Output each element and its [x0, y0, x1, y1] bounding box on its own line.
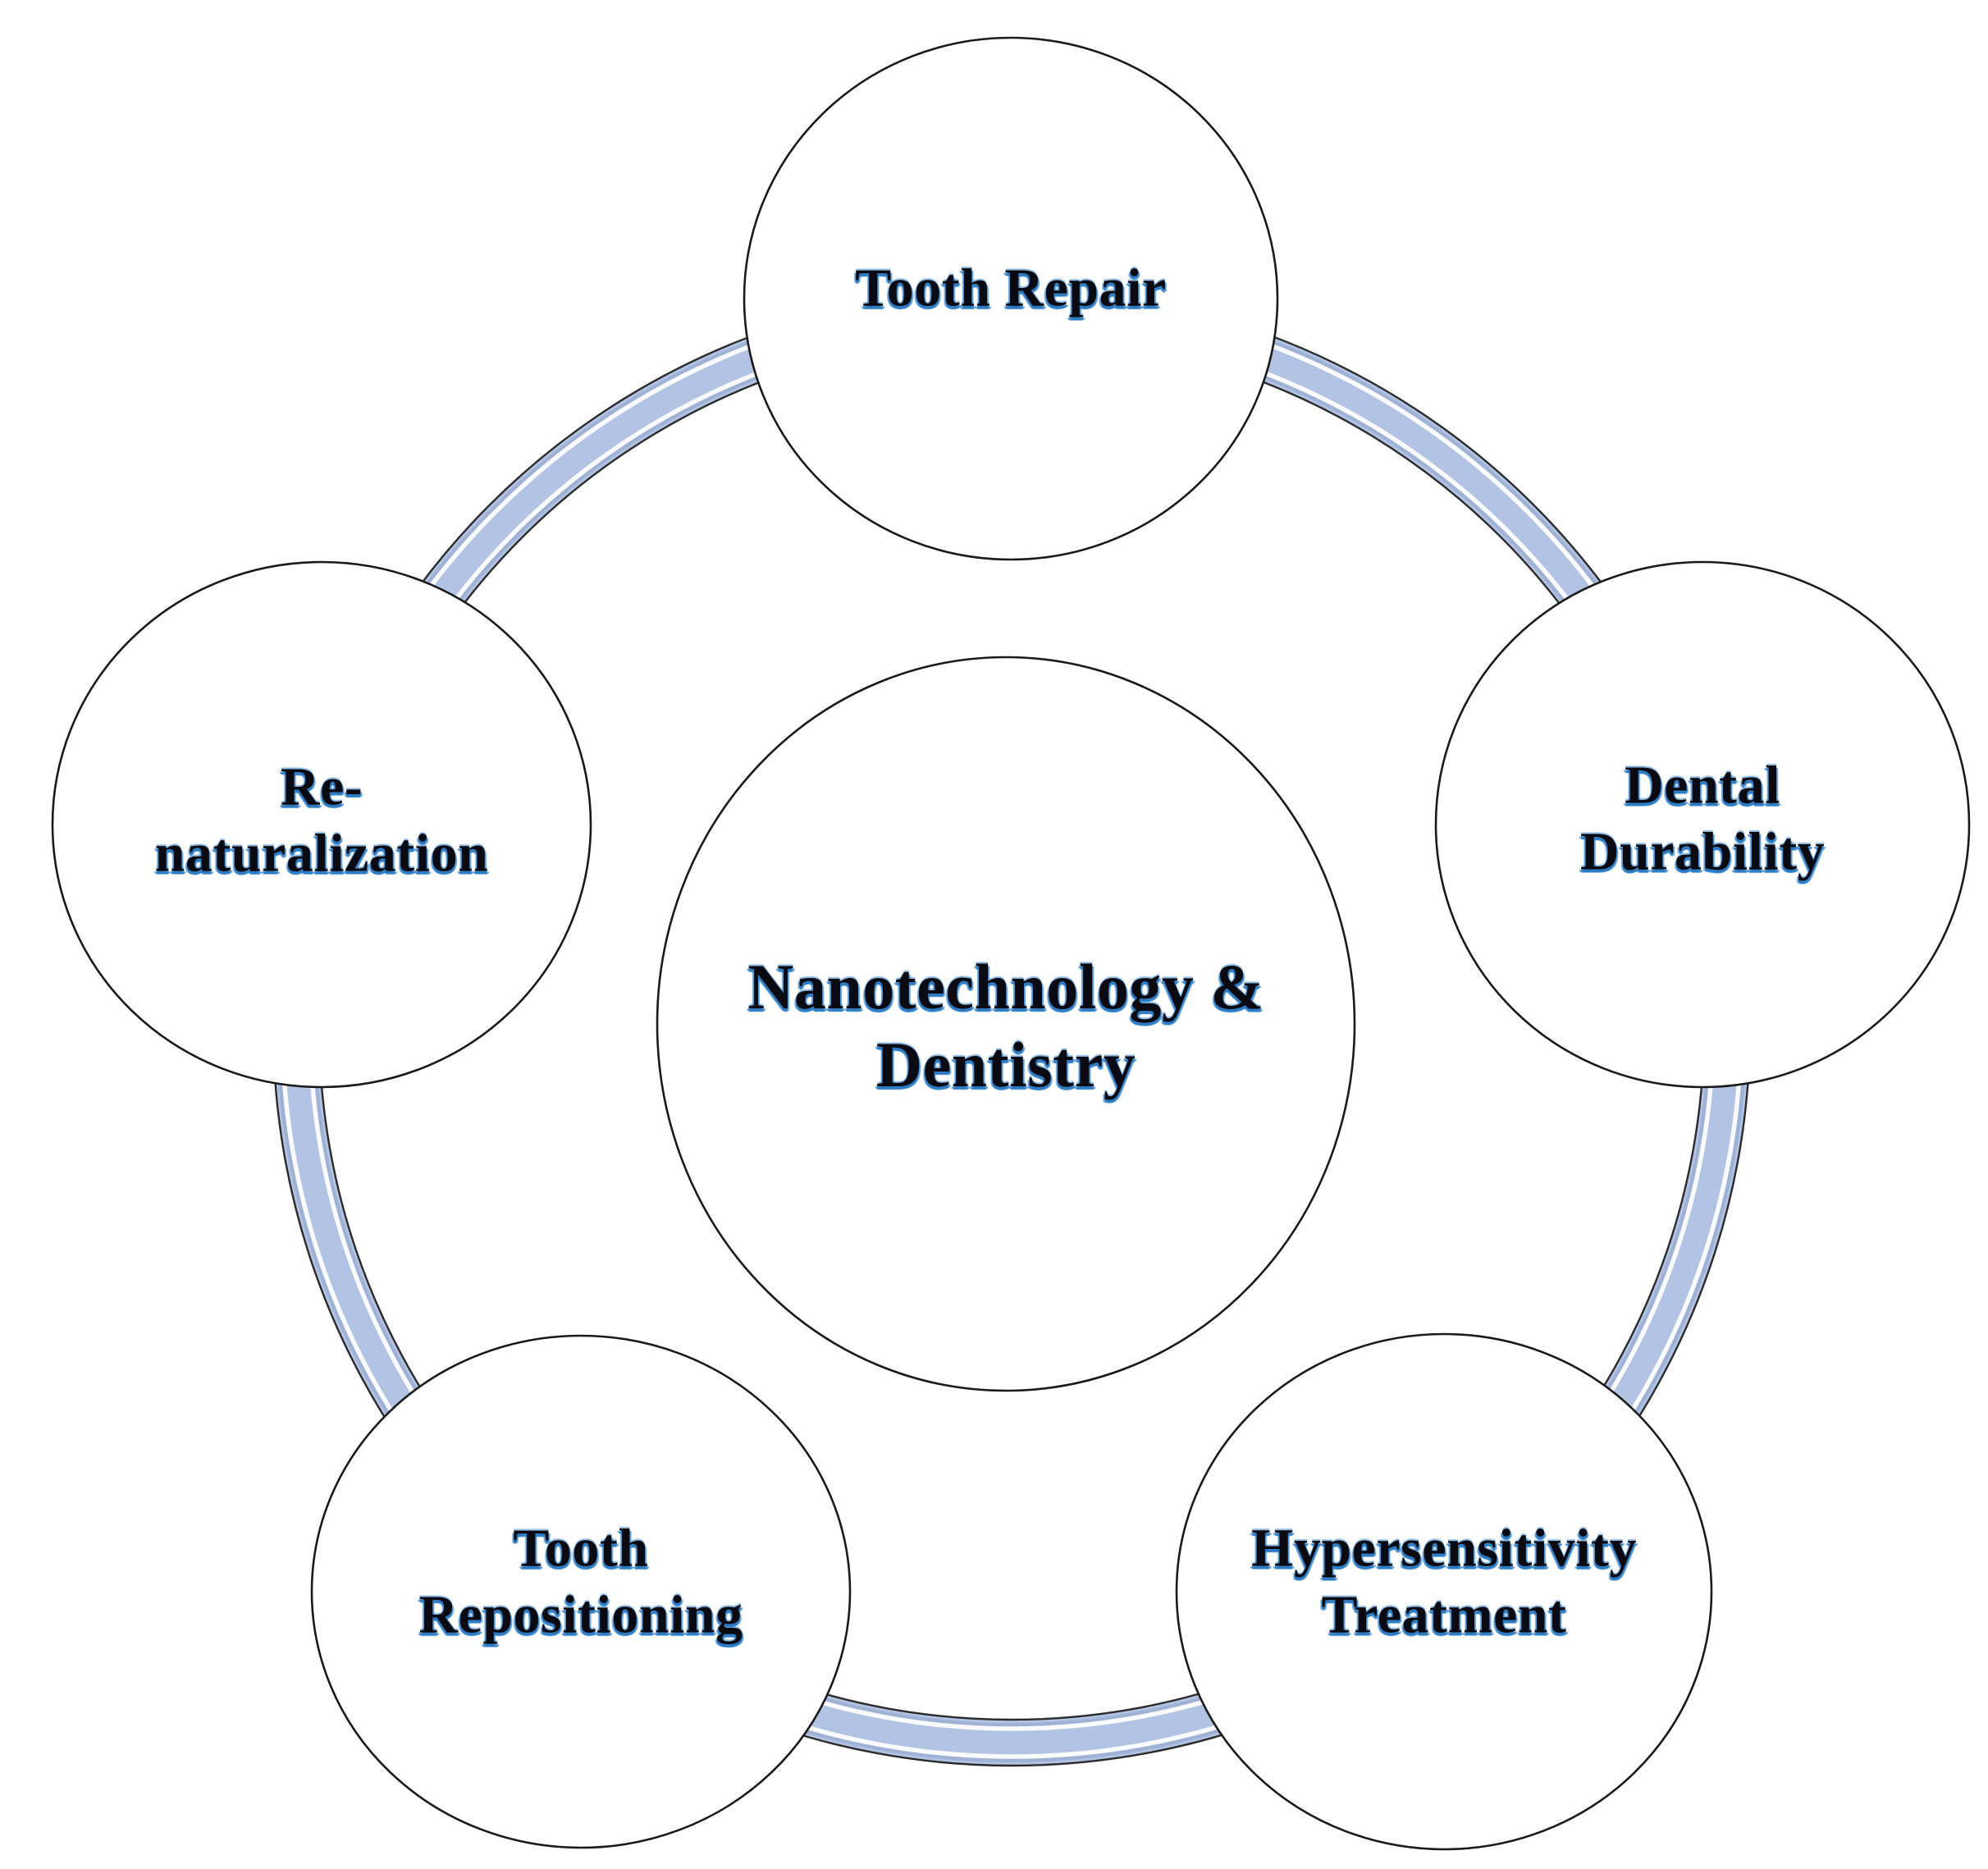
- node-circle-dental-durability: [1434, 560, 1971, 1089]
- node-circle-center: [656, 656, 1356, 1392]
- node-label-tooth-repair: Tooth Repair: [855, 258, 1167, 318]
- node-circle-tooth-repositioning: [310, 1334, 852, 1849]
- node-label-tooth-repositioning: Tooth Repositioning: [418, 1518, 743, 1644]
- node-label-re-naturalization: Re- naturalization: [154, 756, 489, 883]
- node-circle-tooth-repair: [743, 36, 1279, 561]
- node-label-hypersensitivity-treatment: Hypersensitivity Treatment: [1251, 1518, 1637, 1644]
- node-label-dental-durability: Dental Durability: [1579, 755, 1826, 881]
- node-circle-re-naturalization: [51, 560, 592, 1089]
- node-label-nanotechnology-dentistry: Nanotechnology & Dentistry: [747, 950, 1264, 1100]
- node-circle-hypersensitivity-treatment: [1175, 1332, 1713, 1851]
